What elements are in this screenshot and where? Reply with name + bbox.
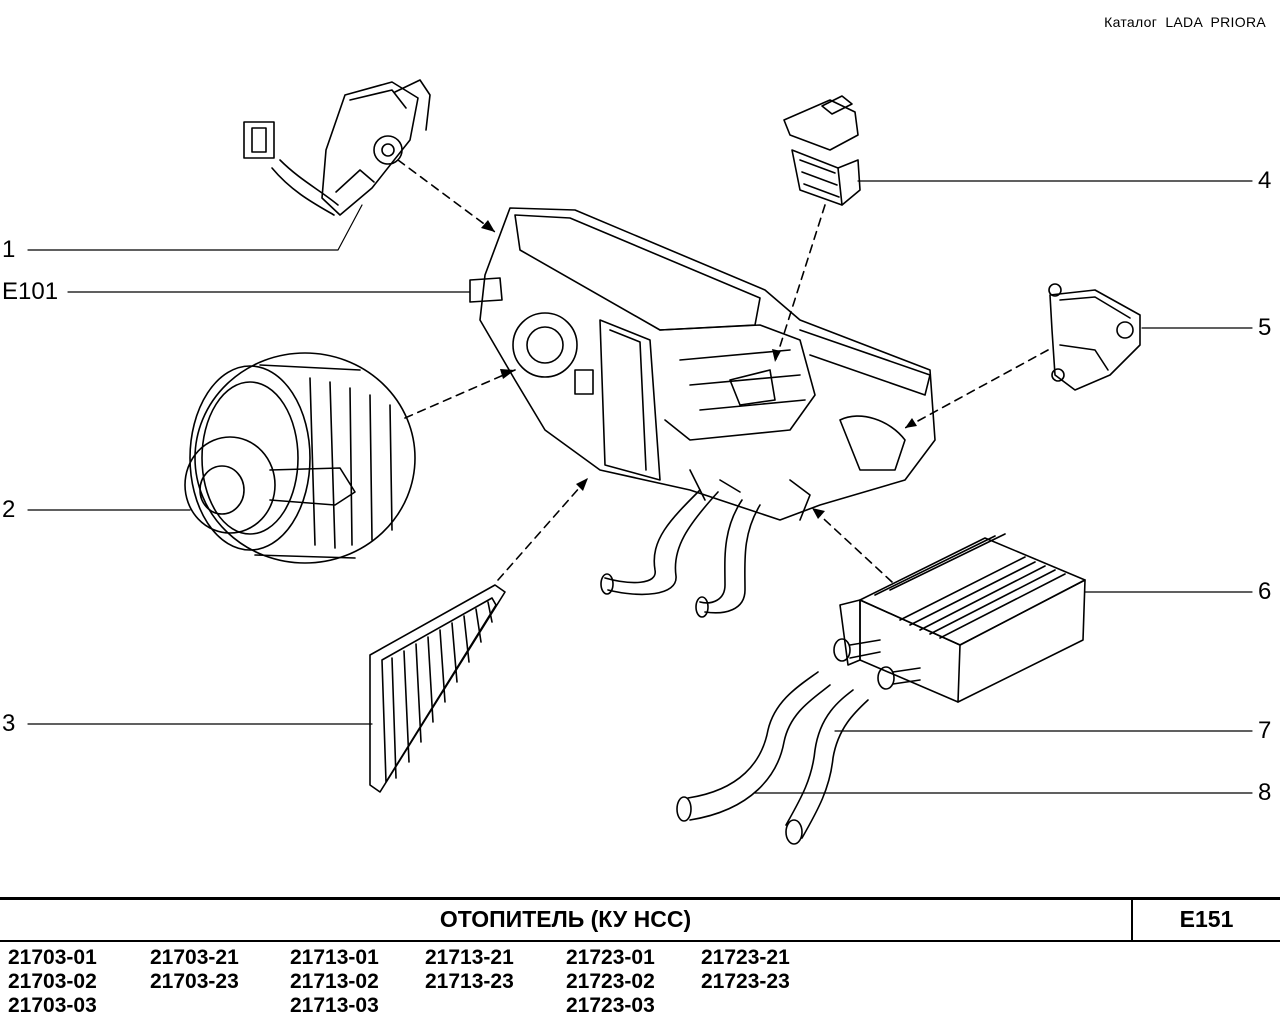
leader-lines: [27, 180, 1253, 794]
leader-1: [27, 204, 363, 251]
title-block-top-rule: [0, 897, 1280, 900]
callout-7: 7: [1258, 717, 1272, 744]
title-block-divider: [1131, 897, 1133, 942]
blower-fan-part-2: [184, 352, 416, 564]
catalog-title: Каталог LADA PRIORA: [1104, 14, 1266, 30]
arrowhead-6: [812, 508, 825, 519]
model-code: 21723-23: [701, 970, 790, 993]
callout-2: 2: [2, 496, 16, 523]
model-code: 21703-23: [150, 970, 239, 993]
assembly-title: ОТОПИТЕЛЬ (КУ НСС): [439, 906, 692, 932]
arrow-resistor-4: [774, 204, 826, 363]
arrowhead-2: [500, 369, 515, 379]
cabin-filter-part-3: [369, 584, 506, 793]
model-code: 21713-01: [290, 946, 379, 969]
model-code: 21723-01: [566, 946, 655, 969]
callout-4: 4: [1258, 167, 1272, 194]
model-code: 21703-03: [8, 994, 97, 1017]
arrowhead-4: [772, 349, 781, 362]
model-code: 21713-21: [425, 946, 514, 969]
exploded-diagram: [27, 79, 1253, 845]
model-code: 21713-23: [425, 970, 514, 993]
title-block: ОТОПИТЕЛЬ (КУ НСС) E151 21703-01 21703-0…: [0, 897, 1280, 1021]
damper-actuator-part-5: [1048, 283, 1141, 391]
callout-e101: E101: [2, 278, 59, 305]
model-code: 21703-02: [8, 970, 97, 993]
model-code: 21723-21: [701, 946, 790, 969]
hose-part-7: [785, 689, 869, 845]
model-code: 21723-03: [566, 994, 655, 1017]
callout-1: 1: [2, 236, 16, 263]
arrow-actuator-1: [397, 159, 496, 233]
arrow-fan-2: [404, 369, 516, 419]
arrow-filter-3: [497, 477, 589, 581]
model-code: 21703-21: [150, 946, 239, 969]
callout-6: 6: [1258, 578, 1272, 605]
arrowhead-5: [905, 418, 917, 428]
arrow-radiator-6: [811, 507, 893, 583]
model-code: 21713-03: [290, 994, 379, 1017]
model-code: 21713-02: [290, 970, 379, 993]
callout-5: 5: [1258, 314, 1272, 341]
damper-actuator-part-1: [243, 79, 431, 216]
callout-3: 3: [2, 710, 16, 737]
title-block-middle-rule: [0, 940, 1280, 942]
callout-8: 8: [1258, 779, 1272, 806]
model-code: 21703-01: [8, 946, 97, 969]
page-code: E151: [1179, 906, 1234, 932]
assembly-arrows: [397, 159, 1049, 583]
heater-housing: [469, 207, 936, 618]
heater-radiator-part-6: [833, 533, 1086, 703]
fan-resistor-part-4: [783, 95, 861, 206]
arrowhead-1: [481, 220, 495, 232]
model-code: 21723-02: [566, 970, 655, 993]
arrowhead-3: [576, 478, 588, 491]
arrowheads: [481, 220, 917, 519]
hose-part-8: [676, 671, 831, 822]
